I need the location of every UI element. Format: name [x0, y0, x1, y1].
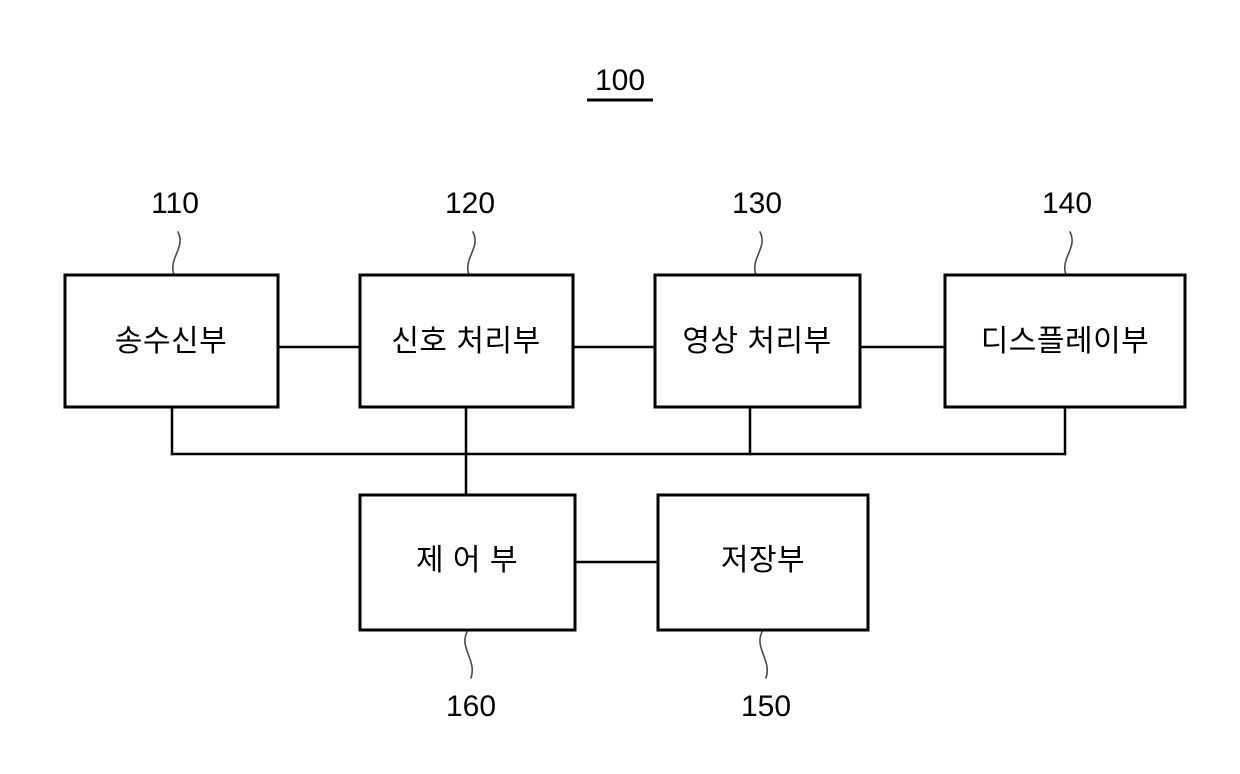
leader-line-160 [464, 631, 474, 679]
leader-line-110 [171, 231, 181, 276]
block-140-label: 디스플레이부 [981, 325, 1150, 358]
block-140-ref: 140 [1042, 187, 1092, 220]
block-160-label: 제 어 부 [416, 544, 518, 577]
block-120[interactable]: 신호 처리부 120 [358, 187, 575, 409]
block-110-label: 송수신부 [115, 325, 227, 358]
block-160-rect[interactable] [358, 493, 577, 632]
leader-line-130 [753, 231, 763, 276]
connector-layer [170, 345, 1067, 564]
block-150-rect[interactable] [656, 493, 870, 632]
block-120-ref: 120 [445, 187, 495, 220]
block-130[interactable]: 영상 처리부 130 [653, 187, 862, 409]
block-110-rect[interactable] [63, 273, 280, 409]
block-150-ref: 150 [741, 690, 791, 723]
block-120-rect[interactable] [358, 273, 575, 409]
leader-line-layer [171, 231, 1073, 679]
block-140-rect[interactable] [943, 273, 1187, 409]
leader-line-150 [759, 631, 769, 679]
block-160-ref: 160 [446, 690, 496, 723]
leader-line-140 [1063, 231, 1073, 276]
block-130-ref: 130 [732, 187, 782, 220]
block-130-label: 영상 처리부 [682, 325, 831, 358]
block-150[interactable]: 저장부 150 [656, 493, 870, 723]
block-130-rect[interactable] [653, 273, 862, 409]
block-120-label: 신호 처리부 [391, 325, 540, 358]
block-110[interactable]: 송수신부 110 [63, 187, 280, 409]
block-140[interactable]: 디스플레이부 140 [943, 187, 1187, 409]
leader-line-120 [466, 231, 476, 276]
block-150-label: 저장부 [721, 544, 805, 577]
block-110-ref: 110 [151, 187, 199, 220]
block-160[interactable]: 제 어 부 160 [358, 493, 577, 723]
figure-title: 100 [595, 64, 645, 97]
figure-title-group: 100 [587, 64, 653, 102]
